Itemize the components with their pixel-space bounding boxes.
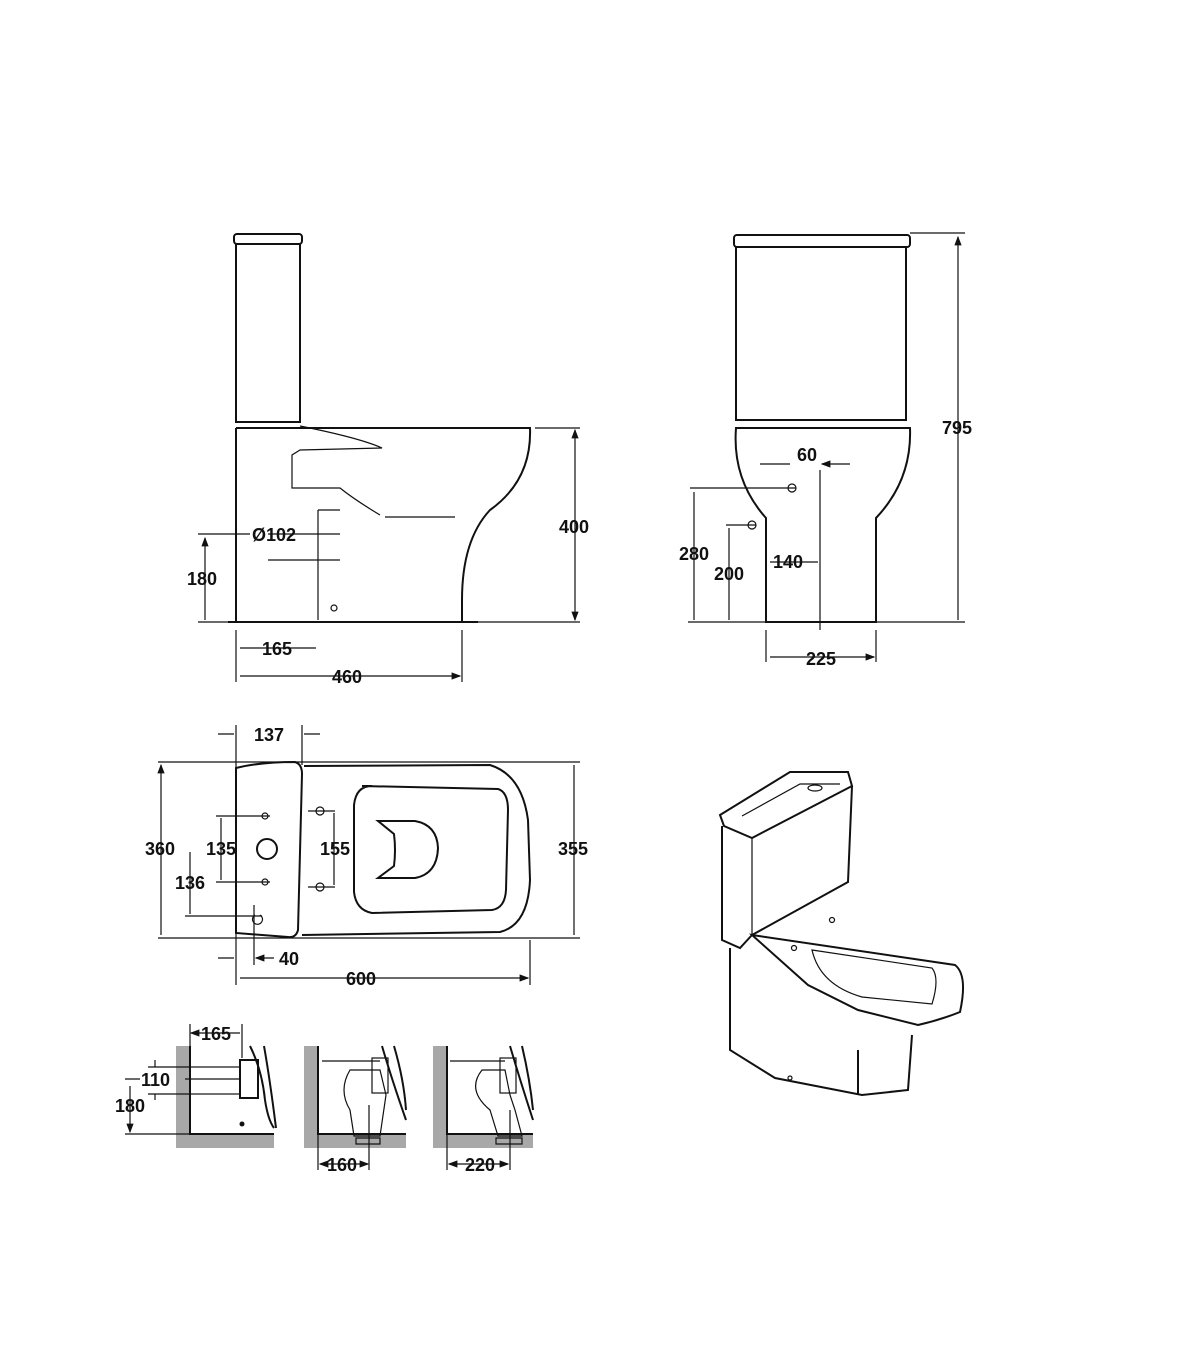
dim-floor-220: 220: [465, 1155, 495, 1175]
dim-360: 360: [145, 839, 175, 859]
dim-137: 137: [254, 725, 284, 745]
front-view: 795 60 280 200 140 225: [679, 233, 972, 669]
dim-200: 200: [714, 564, 744, 584]
dim-795: 795: [942, 418, 972, 438]
install-views: 165 110 180 160 220: [115, 1024, 534, 1175]
dim-pipe-110: 110: [141, 1070, 170, 1090]
dim-400: 400: [559, 517, 589, 537]
dim-wall-165: 165: [201, 1024, 231, 1044]
dim-600: 600: [346, 969, 376, 989]
dim-355: 355: [558, 839, 588, 859]
dim-floor-160: 160: [327, 1155, 357, 1175]
dim-165: 165: [262, 639, 292, 659]
dim-136: 136: [175, 873, 205, 893]
dim-460: 460: [332, 667, 362, 687]
side-view: 400 180 Ø102 165 460: [187, 233, 589, 687]
dim-225: 225: [806, 649, 836, 669]
dim-280: 280: [679, 544, 709, 564]
dim-180: 180: [187, 569, 217, 589]
dim-135: 135: [206, 839, 236, 859]
dim-60: 60: [797, 445, 817, 465]
dim-155: 155: [320, 839, 350, 859]
dim-140: 140: [773, 552, 803, 572]
isometric-view: [718, 771, 965, 1097]
top-view: 137 360 135 136 155 355 40 600: [145, 725, 588, 989]
dim-height-180: 180: [115, 1096, 145, 1116]
dim-outlet-diameter: Ø102: [252, 525, 296, 545]
dim-40: 40: [279, 949, 299, 969]
